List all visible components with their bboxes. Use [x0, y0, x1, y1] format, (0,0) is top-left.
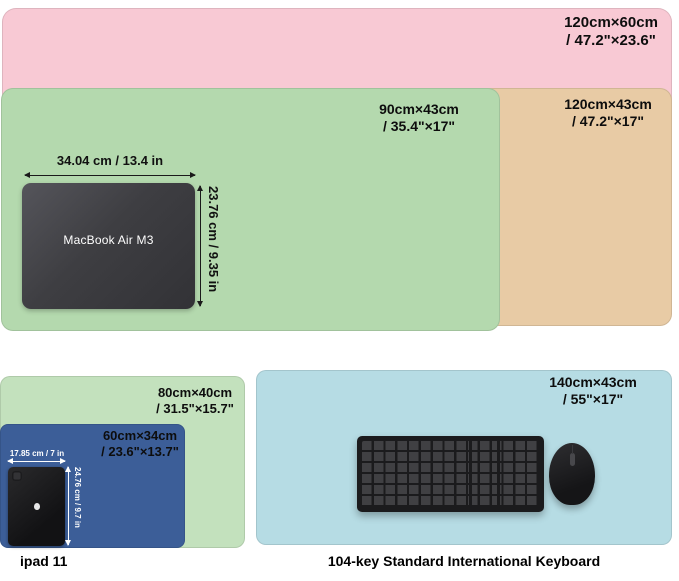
size-in: / 31.5"×15.7" — [156, 400, 234, 416]
size-label-80x40: 80cm×40cm / 31.5"×15.7" — [146, 385, 244, 416]
size-cm: 90cm×43cm — [379, 101, 459, 117]
mouse-seam — [572, 445, 573, 454]
size-in: / 35.4"×17" — [382, 117, 456, 134]
mouse-image — [549, 443, 595, 505]
macbook-device: MacBook Air M3 — [22, 183, 195, 309]
size-label-60x34: 60cm×34cm / 23.6"×13.7" — [95, 428, 185, 459]
macbook-width-measurement: 34.04 cm / 13.4 in — [56, 153, 164, 168]
keyboard-image — [357, 436, 544, 512]
size-cm: 60cm×34cm — [102, 428, 178, 443]
ipad-height-measurement: 24.76 cm / 9.7 in — [73, 467, 82, 528]
ipad-width-measurement: 17.85 cm / 7 in — [9, 449, 65, 458]
size-label-140x43: 140cm×43cm / 55"×17" — [540, 374, 646, 408]
size-in: / 55"×17" — [562, 390, 624, 407]
ipad-camera-icon — [12, 471, 22, 481]
apple-logo-icon — [33, 503, 40, 510]
macbook-height-arrow-icon — [196, 185, 203, 307]
size-cm: 80cm×40cm — [157, 385, 233, 400]
size-label-120x60: 120cm×60cm / 47.2"×23.6" — [548, 14, 674, 50]
size-cm: 120cm×43cm — [564, 96, 652, 112]
keyboard-section-gap — [497, 441, 500, 507]
keyboard-caption: 104-key Standard International Keyboard — [327, 553, 601, 569]
size-in: / 23.6"×13.7" — [101, 443, 179, 459]
macbook-width-arrow-icon — [24, 171, 196, 178]
size-cm: 120cm×60cm — [564, 14, 658, 31]
keyboard-section-gap — [469, 441, 472, 507]
ipad-device — [8, 467, 65, 546]
ipad-height-arrow-icon — [64, 466, 71, 546]
ipad-caption: ipad 11 — [20, 553, 68, 569]
mouse-scroll-wheel — [569, 453, 575, 466]
ipad-width-arrow-icon — [7, 457, 66, 464]
macbook-label: MacBook Air M3 — [63, 233, 154, 247]
keyboard-keys — [362, 441, 539, 507]
size-in: / 47.2"×17" — [571, 112, 645, 129]
macbook-height-measurement: 23.76 cm / 9.35 in — [206, 186, 221, 293]
size-label-120x43: 120cm×43cm / 47.2"×17" — [552, 96, 664, 130]
size-cm: 140cm×43cm — [549, 374, 637, 390]
size-in: / 47.2"×23.6" — [566, 32, 656, 49]
size-label-90x43: 90cm×43cm / 35.4"×17" — [368, 101, 470, 135]
